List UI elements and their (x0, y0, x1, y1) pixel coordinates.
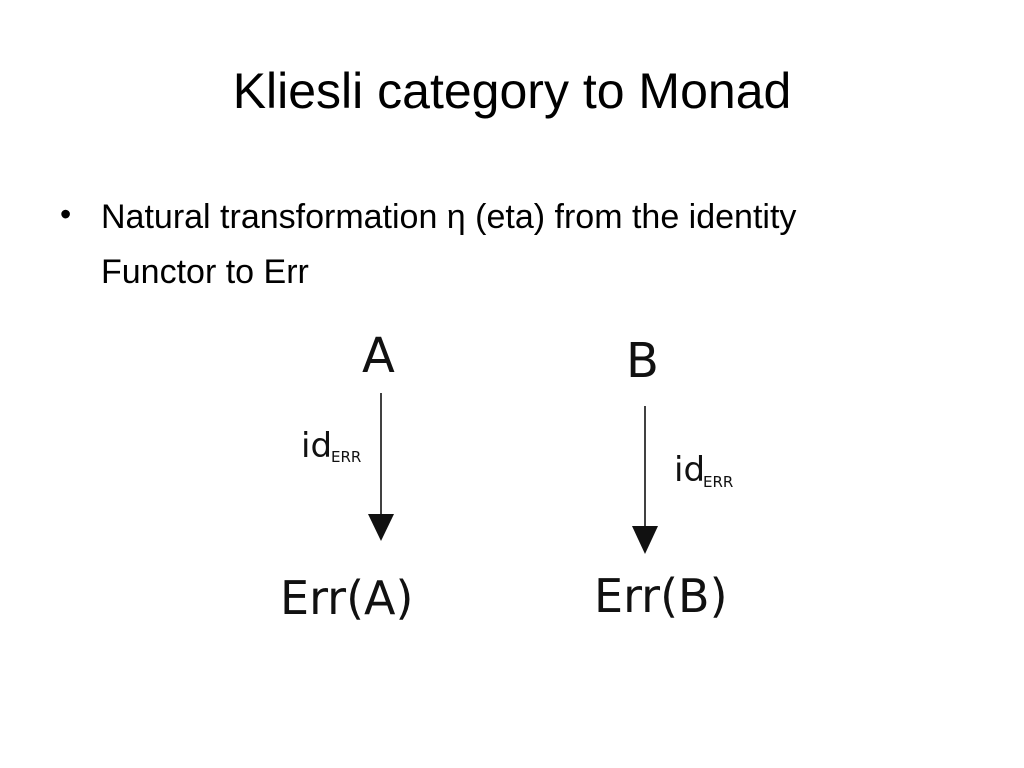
left-morphism-subscript: ERR (331, 448, 361, 466)
slide-title: Kliesli category to Monad (232, 63, 792, 119)
left-morphism-label: id (301, 426, 332, 466)
right-morphism-label: id (674, 450, 705, 490)
right-morphism-subscript: ERR (703, 473, 733, 491)
right-source-object: B (626, 333, 659, 389)
bullet-dot-icon: • (60, 196, 72, 232)
left-arrow-head-icon (368, 514, 394, 541)
right-target-object: Err(B) (594, 569, 728, 623)
right-arrow-head-icon (632, 526, 658, 554)
left-source-object: A (362, 328, 395, 384)
left-target-object: Err(A) (280, 571, 413, 625)
bullet-text: Natural transformation η (eta) from the … (101, 198, 797, 291)
